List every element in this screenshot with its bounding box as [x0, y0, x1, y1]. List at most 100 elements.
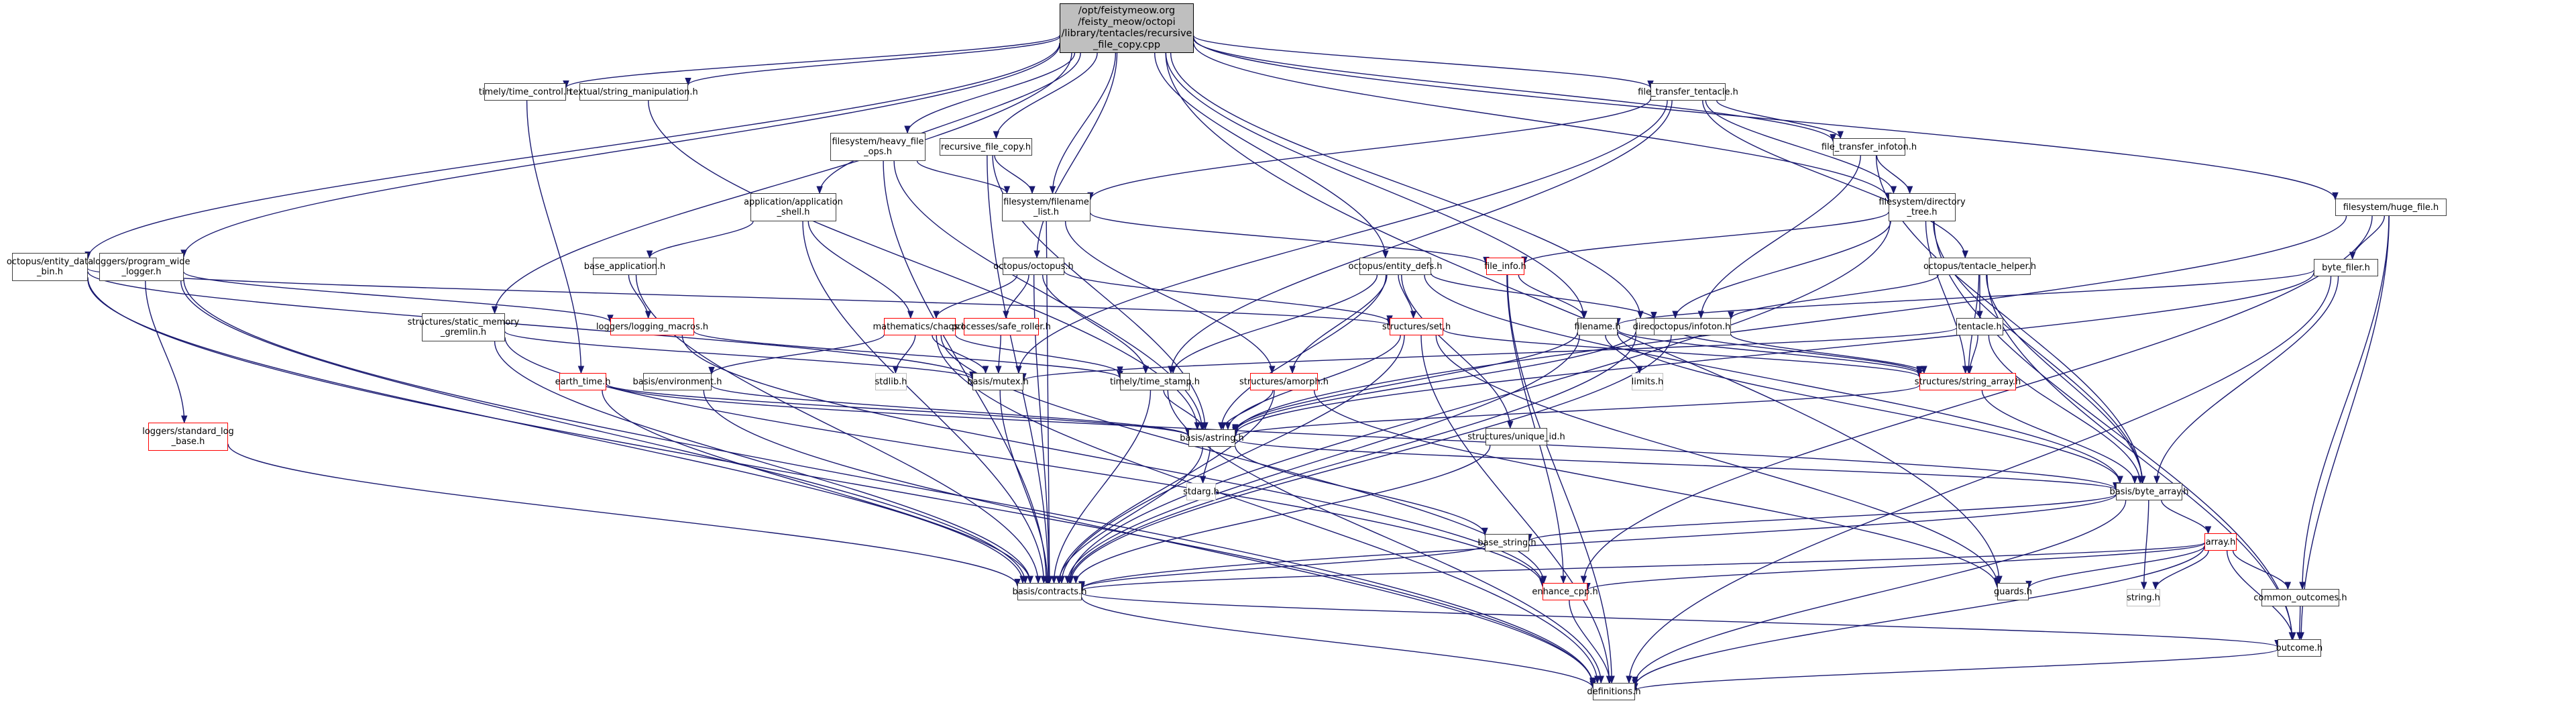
node-tentacle-helper[interactable]: octopus/tentacle_helper.h: [1923, 258, 2036, 275]
edge-tentacle_helper-to-infoton: [1730, 274, 1939, 319]
edge-time_stamp-to-contracts: [1053, 390, 1152, 584]
edge-filename_list-to-amorph: [1064, 221, 1273, 374]
arrowhead-tentacle_helper-to-tentacle_h: [1976, 311, 1983, 319]
node-tentacle[interactable]: tentacle.h: [1956, 318, 2003, 335]
edge-set_h-to-contracts: [1061, 335, 1405, 584]
edge-file_info-to-definitions: [1507, 274, 1612, 684]
arrowhead-recursive_file_copy_h-to-filename_list: [1029, 186, 1035, 195]
edge-directory_h-to-string_array: [1675, 329, 1920, 374]
node-environment[interactable]: basis/environment.h: [633, 373, 722, 390]
node-earth-time[interactable]: earth_time.h: [555, 373, 610, 390]
edge-entity_defs-to-unique_id: [1401, 274, 1511, 429]
node-base-string[interactable]: base_string.h: [1477, 534, 1536, 551]
arrowhead-string_manip-to-astring: [1194, 422, 1201, 431]
node-contracts[interactable]: basis/contracts.h: [1013, 583, 1086, 600]
arrowhead-file_transfer_tentacle-to-tentacle_helper: [1962, 250, 1968, 259]
arrowhead-file_info-to-enhance_cpp: [1560, 576, 1567, 584]
node-recursive-file-copy-header[interactable]: recursive_file_copy.h: [940, 138, 1032, 156]
edge-earth_time-to-contracts: [602, 390, 1031, 584]
node-unique-id[interactable]: structures/unique_id.h: [1467, 428, 1565, 445]
edge-root-to-static_memory_gremlin: [494, 52, 1072, 314]
edge-array_h-to-guards: [2028, 545, 2205, 588]
node-chaos[interactable]: mathematics/chaos.h: [873, 318, 967, 335]
arrowhead-program_wide_logger-to-standard_log_base: [180, 415, 188, 424]
node-file-transfer-tentacle[interactable]: file_transfer_tentacle.h: [1638, 83, 1738, 101]
node-definitions[interactable]: definitions.h: [1587, 683, 1641, 700]
node-static-memory-gremlin[interactable]: structures/static_memory _gremlin.h: [408, 313, 519, 341]
node-application-shell[interactable]: application/application _shell.h: [744, 193, 843, 221]
arrowhead-huge_file-to-enhance_cpp: [1580, 576, 1587, 584]
arrowhead-time_control-to-earth_time: [577, 366, 585, 374]
node-enhance-cpp[interactable]: enhance_cpp.h: [1532, 583, 1598, 600]
edge-octopus_h-to-chaos: [936, 274, 1018, 319]
node-set[interactable]: structures/set.h: [1382, 318, 1451, 335]
edge-file_transfer_tentacle-to-tentacle_helper: [1702, 100, 1966, 258]
arrowhead-application_shell-to-chaos: [907, 311, 914, 319]
node-safe-roller[interactable]: processes/safe_roller.h: [952, 318, 1051, 335]
node-time-control[interactable]: timely/time_control.h: [479, 83, 571, 101]
edge-directory_tree-to-file_info: [1524, 211, 1889, 264]
node-amorph[interactable]: structures/amorph.h: [1239, 373, 1329, 390]
arrowhead-array_h-to-string_h: [2152, 582, 2159, 590]
node-string-manipulation[interactable]: textual/string_manipulation.h: [569, 83, 698, 101]
arrowhead-amorph-to-astring: [1219, 422, 1227, 431]
arrowhead-entity_defs-to-unique_id: [1507, 421, 1514, 429]
edge-program_wide_logger-to-logging_macros: [183, 271, 611, 323]
node-entity-defs[interactable]: octopus/entity_defs.h: [1349, 258, 1443, 275]
edge-set_h-to-definitions: [1420, 335, 1610, 684]
edge-directory_h-to-contracts: [1069, 335, 1636, 584]
node-logging-macros[interactable]: loggers/logging_macros.h: [596, 318, 708, 335]
arrowhead-chaos-to-stdlib: [892, 366, 899, 374]
arrowhead-array_h-to-common_outcomes: [2284, 582, 2292, 590]
arrowhead-astring-to-stdarg: [1199, 476, 1207, 484]
node-file-transfer-infoton[interactable]: file_transfer_infoton.h: [1822, 138, 1917, 156]
edge-unique_id-to-contracts: [1075, 445, 1491, 584]
edge-file_transfer_infoton-to-infoton: [1700, 155, 1861, 319]
edge-tentacle_h-to-mutex: [1023, 327, 1957, 381]
edge-heavy_file_ops-to-filename_list: [916, 160, 1008, 194]
node-directory-tree[interactable]: filesystem/directory _tree.h: [1879, 193, 1966, 221]
node-string-array[interactable]: structures/string_array.h: [1915, 373, 2021, 390]
arrowhead-array_h-to-outcome: [2290, 632, 2296, 641]
node-outcome[interactable]: outcome.h: [2276, 639, 2322, 657]
edge-environment-to-definitions: [703, 390, 1593, 685]
node-time-stamp[interactable]: timely/time_stamp.h: [1110, 373, 1200, 390]
arrowhead-root-to-entity_defs: [1382, 250, 1389, 259]
node-heavy-file-ops[interactable]: filesystem/heavy_file _ops.h: [830, 133, 926, 161]
node-entity-data-bin[interactable]: octopus/entity_data _bin.h: [7, 253, 93, 281]
node-infoton[interactable]: octopus/infoton.h: [1654, 318, 1731, 335]
edge-chaos-to-environment: [711, 334, 885, 374]
node-base-application[interactable]: base_application.h: [584, 258, 665, 275]
node-astring[interactable]: basis/astring.h: [1180, 429, 1244, 447]
node-octopus[interactable]: octopus/octopus.h: [993, 258, 1074, 275]
arrowhead-earth_time-to-contracts: [1027, 576, 1033, 584]
arrowhead-root-to-application_shell: [816, 186, 823, 195]
edge-application_shell-to-chaos: [807, 221, 911, 319]
arrowhead-entity_defs-to-infoton: [1650, 311, 1657, 320]
node-filename[interactable]: filename.h: [1574, 318, 1621, 335]
node-filename-list[interactable]: filesystem/filename _list.h: [1002, 193, 1090, 221]
arrowhead-astring-to-base_string: [1481, 527, 1488, 536]
arrowhead-heavy_file_ops-to-filename_list: [1003, 186, 1011, 195]
arrowhead-octopus_h-to-time_stamp: [1142, 366, 1150, 374]
node-file-info[interactable]: file_info.h: [1484, 258, 1526, 275]
node-huge-file[interactable]: filesystem/huge_file.h: [2335, 199, 2447, 216]
node-standard-log-base[interactable]: loggers/standard_log _base.h: [142, 423, 234, 451]
arrowhead-infoton-to-string_array: [1921, 366, 1927, 374]
node-root-file: /opt/feistymeow.org /feisty_meow/octopi …: [1060, 3, 1194, 53]
arrowhead-application_shell-to-base_application: [646, 250, 653, 259]
edge-root-to-octopus_h: [1036, 52, 1118, 258]
edge-root-to-directory_tree: [1193, 43, 1889, 200]
node-byte-filer[interactable]: byte_filer.h: [2314, 259, 2378, 276]
arrowhead-base_application-to-logging_macros: [645, 311, 652, 319]
node-byte-array[interactable]: basis/byte_array.h: [2110, 483, 2188, 500]
node-array[interactable]: array.h: [2204, 533, 2237, 551]
edge-byte_filer-to-byte_array: [2156, 276, 2339, 484]
edge-set_h-to-guards: [1435, 335, 1998, 585]
node-guards[interactable]: guards.h: [1994, 583, 2032, 600]
node-common-outcomes[interactable]: common_outcomes.h: [2253, 589, 2347, 606]
arrowhead-huge_file-to-common_outcomes: [2299, 582, 2306, 590]
node-program-wide-logger[interactable]: loggers/program_wide _logger.h: [93, 253, 190, 281]
node-mutex[interactable]: basis/mutex.h: [967, 373, 1029, 390]
edge-chaos-to-time_stamp: [955, 335, 1121, 374]
